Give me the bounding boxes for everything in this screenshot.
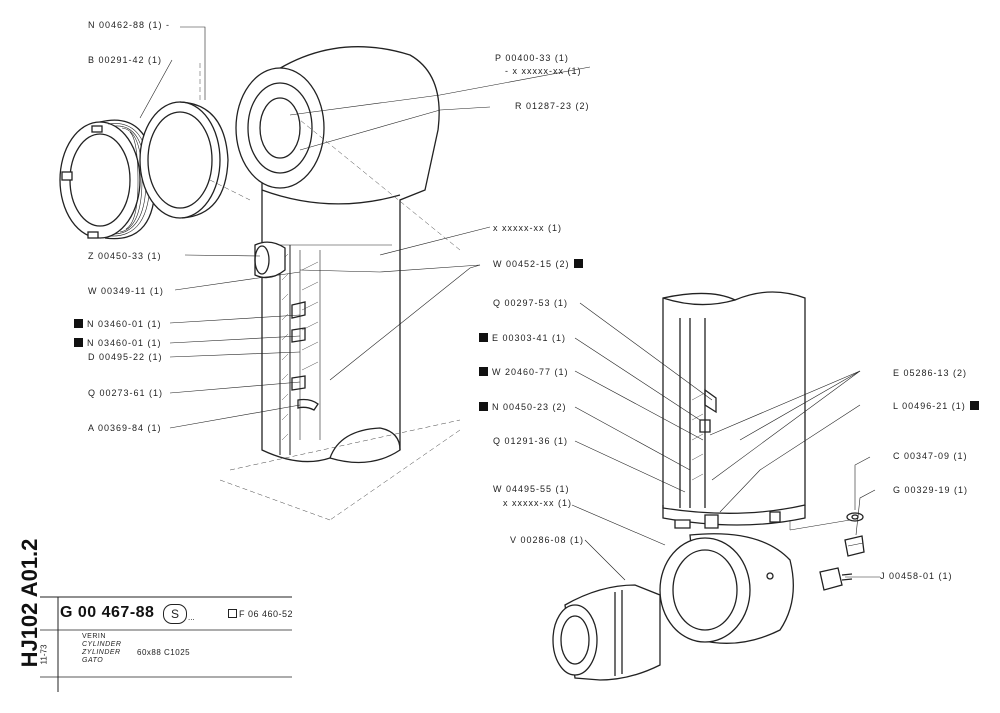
label-w04495: W 04495-55 (1)	[493, 484, 570, 494]
centerlines	[199, 60, 461, 521]
label-n03460a: N 03460-01 (1)	[74, 319, 162, 330]
label-z00450: Z 00450-33 (1)	[88, 251, 162, 261]
s-suffix: ...	[188, 613, 195, 622]
label-w00452: W 00452-15 (2)	[493, 259, 583, 270]
label-v00286: V 00286-08 (1)	[510, 535, 585, 545]
name-de: ZYLINDER	[82, 649, 121, 656]
name-fr: VERIN	[82, 633, 106, 640]
label-g00329: G 00329-19 (1)	[893, 485, 969, 495]
box-icon	[228, 609, 237, 618]
label-n00450: N 00450-23 (2)	[479, 402, 567, 413]
sheet-date: 11-73	[39, 644, 49, 665]
square-marker	[969, 401, 979, 410]
ring-nut	[59, 119, 156, 240]
s-mark: S	[163, 604, 187, 624]
square-marker	[479, 402, 488, 411]
bushing	[552, 584, 661, 681]
dimension: 60x88 C1025	[137, 648, 191, 657]
square-marker	[74, 338, 83, 347]
label-q01291: Q 01291-36 (1)	[493, 436, 569, 446]
label-x2: x xxxxx-xx (1)	[493, 223, 562, 233]
label-q00297: Q 00297-53 (1)	[493, 298, 569, 308]
cylinder-head	[235, 46, 440, 464]
title-block	[40, 596, 292, 692]
square-marker	[479, 367, 488, 376]
label-w00349: W 00349-11 (1)	[88, 286, 164, 296]
label-b00291: B 00291-42 (1)	[88, 55, 163, 65]
leader-lines	[139, 26, 880, 581]
lower-cylinder	[662, 291, 806, 529]
square-marker	[573, 259, 583, 268]
name-en: CYLINDER	[82, 641, 122, 648]
label-c00347: C 00347-09 (1)	[893, 451, 968, 461]
eye-end	[659, 533, 794, 644]
label-a00369: A 00369-84 (1)	[88, 423, 162, 433]
label-q00273: Q 00273-61 (1)	[88, 388, 164, 398]
label-w20460: W 20460-77 (1)	[479, 367, 569, 378]
square-marker	[74, 319, 83, 328]
doc-reference: F 06 460-52	[228, 609, 293, 619]
part-reference: G 00 467-88	[60, 604, 155, 621]
label-d00495: D 00495-22 (1)	[88, 352, 163, 362]
label-j00458: J 00458-01 (1)	[880, 571, 953, 581]
label-r01287: R 01287-23 (2)	[515, 101, 590, 111]
label-n00462: N 00462-88 (1) -	[88, 20, 171, 30]
label-n03460b: N 03460-01 (1)	[74, 338, 162, 349]
small-parts	[819, 512, 865, 591]
label-e05286: E 05286-13 (2)	[893, 368, 968, 378]
label-e00303: E 00303-41 (1)	[479, 333, 566, 344]
name-es: GATO	[82, 657, 104, 664]
label-l00496: L 00496-21 (1)	[893, 401, 979, 412]
seal-ring	[139, 101, 229, 219]
label-p00400: P 00400-33 (1)	[495, 53, 569, 63]
square-marker	[479, 333, 488, 342]
label-x1: - x xxxxx-xx (1)	[505, 66, 582, 76]
label-x3: x xxxxx-xx (1)	[503, 498, 572, 508]
